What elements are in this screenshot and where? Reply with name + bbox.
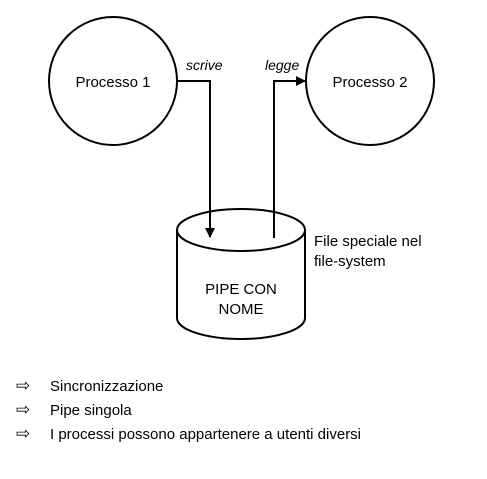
list-item: ⇨ Pipe singola <box>16 398 361 422</box>
read-arrow <box>273 76 306 238</box>
process-2-label: Processo 2 <box>332 74 407 91</box>
process-2-node <box>305 16 435 146</box>
list-item: ⇨ Sincronizzazione <box>16 374 361 398</box>
list-item-text: I processi possono appartenere a utenti … <box>50 425 362 443</box>
hollow-right-arrow-icon: ⇨ <box>16 400 31 419</box>
process-1-label: Processo 1 <box>75 74 150 91</box>
write-label: scrive <box>186 57 223 73</box>
hollow-right-arrow-icon: ⇨ <box>16 376 31 395</box>
read-label: legge <box>265 57 299 73</box>
note-line-1: File speciale nel <box>314 233 422 250</box>
feature-list: ⇨ Sincronizzazione ⇨ Pipe singola ⇨ I pr… <box>16 374 361 446</box>
list-item-text: Pipe singola <box>50 401 132 419</box>
list-item: ⇨ I processi possono appartenere a utent… <box>16 422 361 446</box>
hollow-right-arrow-icon: ⇨ <box>16 424 31 443</box>
pipe-label-line-2: NOME <box>219 301 264 318</box>
list-item-text: Sincronizzazione <box>50 377 164 395</box>
note-line-2: file-system <box>314 253 386 270</box>
write-arrow <box>177 80 215 238</box>
file-system-note: File speciale nel file-system <box>314 232 422 272</box>
named-pipe-cylinder <box>176 208 306 340</box>
pipe-label-line-1: PIPE CON <box>205 281 277 298</box>
